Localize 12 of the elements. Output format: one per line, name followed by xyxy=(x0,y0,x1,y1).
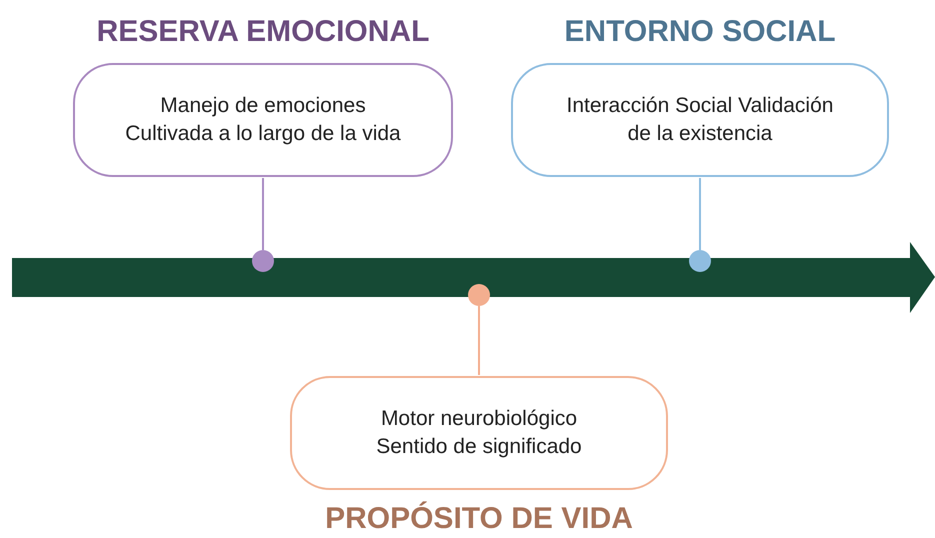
timeline-dot xyxy=(689,250,711,272)
text-card: Manejo de emociones Cultivada a lo largo de la vida xyxy=(73,63,453,177)
text-card: Interacción Social Validación de la existencia xyxy=(511,63,889,177)
section-heading: RESERVA EMOCIONAL xyxy=(96,15,430,49)
leader-line xyxy=(478,306,480,375)
timeline-dot xyxy=(252,250,274,272)
leader-line xyxy=(699,178,701,250)
leader-line xyxy=(262,178,264,250)
section-heading: PROPÓSITO DE VIDA xyxy=(324,502,634,536)
timeline-dot xyxy=(468,284,490,306)
section-heading: ENTORNO SOCIAL xyxy=(563,15,837,49)
text-card: Motor neurobiológico Sentido de significado xyxy=(290,376,668,490)
